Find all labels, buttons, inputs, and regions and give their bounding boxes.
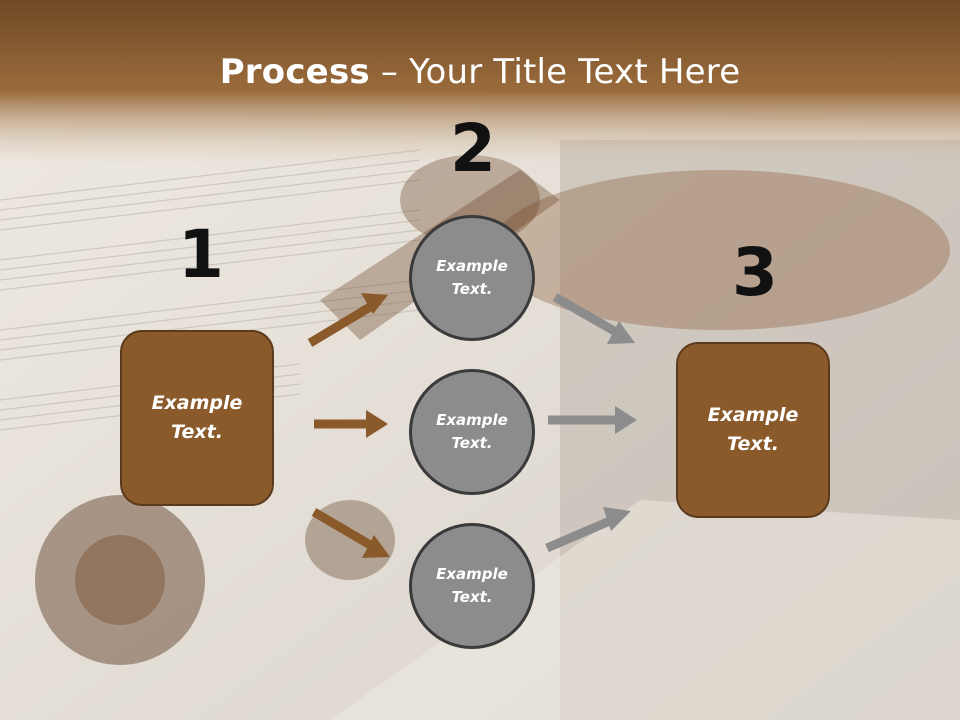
process-circle-bottom[interactable]: Example Text.	[409, 523, 535, 649]
process-circle-bottom-label: Example Text.	[436, 565, 508, 606]
title-bold: Process	[219, 52, 370, 92]
step-number-2: 2	[450, 110, 496, 187]
process-circle-top-label: Example Text.	[436, 257, 508, 298]
title-rest: – Your Title Text Here	[369, 52, 741, 92]
process-box-left[interactable]: Example Text.	[120, 330, 274, 506]
process-box-right[interactable]: Example Text.	[676, 342, 830, 518]
right-arrow-icon	[545, 507, 631, 553]
right-arrow-icon	[552, 293, 635, 344]
process-circle-top[interactable]: Example Text.	[409, 215, 535, 341]
right-arrow-icon	[307, 293, 388, 347]
process-circle-middle-label: Example Text.	[436, 411, 508, 452]
right-arrow-icon	[548, 406, 637, 434]
process-box-left-label: Example Text.	[151, 392, 243, 443]
right-arrow-icon	[314, 410, 388, 438]
slide-title: Process – Your Title Text Here	[0, 52, 960, 92]
step-number-1: 1	[178, 216, 224, 293]
process-box-right-label: Example Text.	[707, 404, 799, 455]
step-number-3: 3	[732, 234, 778, 311]
process-circle-middle[interactable]: Example Text.	[409, 369, 535, 495]
right-arrow-icon	[311, 508, 390, 558]
